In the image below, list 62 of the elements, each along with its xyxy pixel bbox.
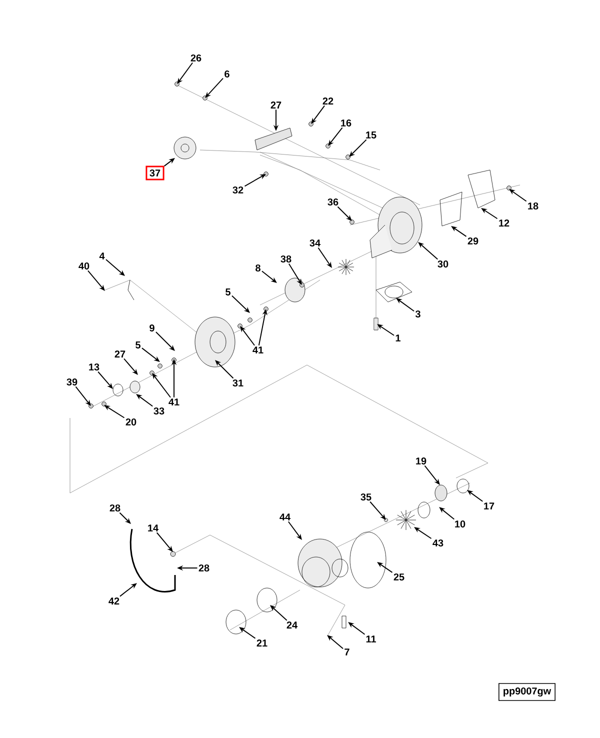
callout-number: 13 bbox=[89, 363, 100, 371]
leader-arrow bbox=[124, 358, 138, 375]
callout-number: 15 bbox=[366, 132, 376, 138]
callout-number: 22 bbox=[322, 98, 334, 104]
callout-number: 11 bbox=[366, 636, 376, 642]
callout-number: 32 bbox=[232, 186, 244, 194]
leader-arrow bbox=[370, 501, 386, 520]
callout-number: 3 bbox=[415, 310, 420, 318]
callout-number: 44 bbox=[280, 514, 290, 520]
leader-arrow bbox=[349, 139, 367, 157]
leader-arrow bbox=[155, 331, 175, 351]
callout-number: 10 bbox=[455, 520, 466, 528]
callout-number: 43 bbox=[432, 539, 444, 547]
callout-number: 26 bbox=[190, 54, 202, 62]
callout-number: 20 bbox=[126, 418, 136, 426]
leader-arrow bbox=[205, 78, 224, 98]
callout-number: 27 bbox=[270, 102, 282, 108]
callout-number: 34 bbox=[310, 239, 320, 247]
callout-number: 5 bbox=[136, 342, 140, 348]
leader-arrow bbox=[231, 295, 250, 313]
callout-number: 25 bbox=[394, 573, 404, 581]
callout-number: 18 bbox=[528, 202, 538, 210]
drawing-number-box: pp9007gw bbox=[498, 683, 556, 701]
callout-number: 31 bbox=[232, 379, 244, 387]
callout-number: 41 bbox=[168, 398, 180, 406]
callout-number: 42 bbox=[108, 598, 120, 604]
leader-arrow bbox=[98, 371, 113, 389]
callout-number: 39 bbox=[66, 378, 78, 386]
highlight-callout-number: 37 bbox=[146, 166, 164, 180]
callout-number: 16 bbox=[341, 119, 352, 127]
callout-number: 17 bbox=[484, 502, 494, 510]
leader-arrow bbox=[270, 605, 288, 621]
leader-arrow bbox=[337, 206, 352, 221]
callout-number: 28 bbox=[198, 564, 210, 572]
callout-number: 4 bbox=[99, 252, 105, 260]
callout-number: 29 bbox=[468, 237, 478, 245]
callout-number: 7 bbox=[344, 648, 350, 656]
leader-arrow bbox=[215, 360, 234, 379]
callout-number: 33 bbox=[154, 407, 164, 415]
callout-number: 8 bbox=[256, 264, 260, 272]
callout-number: 40 bbox=[78, 262, 90, 270]
callout-number: 35 bbox=[360, 493, 372, 501]
callout-number: 27 bbox=[114, 350, 126, 358]
callout-number: 19 bbox=[416, 457, 426, 465]
callout-number: 36 bbox=[328, 198, 338, 206]
callout-number: 30 bbox=[438, 260, 448, 268]
callout-number: 1 bbox=[396, 334, 400, 342]
callout-number: 14 bbox=[148, 524, 158, 532]
leader-arrow bbox=[418, 242, 438, 260]
callout-number: 6 bbox=[224, 70, 230, 78]
leader-arrow bbox=[327, 635, 344, 650]
callout-number: 12 bbox=[499, 220, 510, 226]
callout-number: 38 bbox=[280, 255, 292, 263]
callout-number: 41 bbox=[252, 346, 264, 354]
callout-number: 5 bbox=[226, 288, 230, 296]
callout-number: 24 bbox=[286, 622, 298, 628]
leader-arrow bbox=[105, 258, 125, 276]
callout-number: 28 bbox=[110, 504, 120, 512]
callout-number: 21 bbox=[256, 640, 268, 646]
leader-arrow bbox=[119, 512, 131, 524]
callout-number: 9 bbox=[150, 324, 154, 332]
leader-arrow bbox=[87, 270, 105, 291]
